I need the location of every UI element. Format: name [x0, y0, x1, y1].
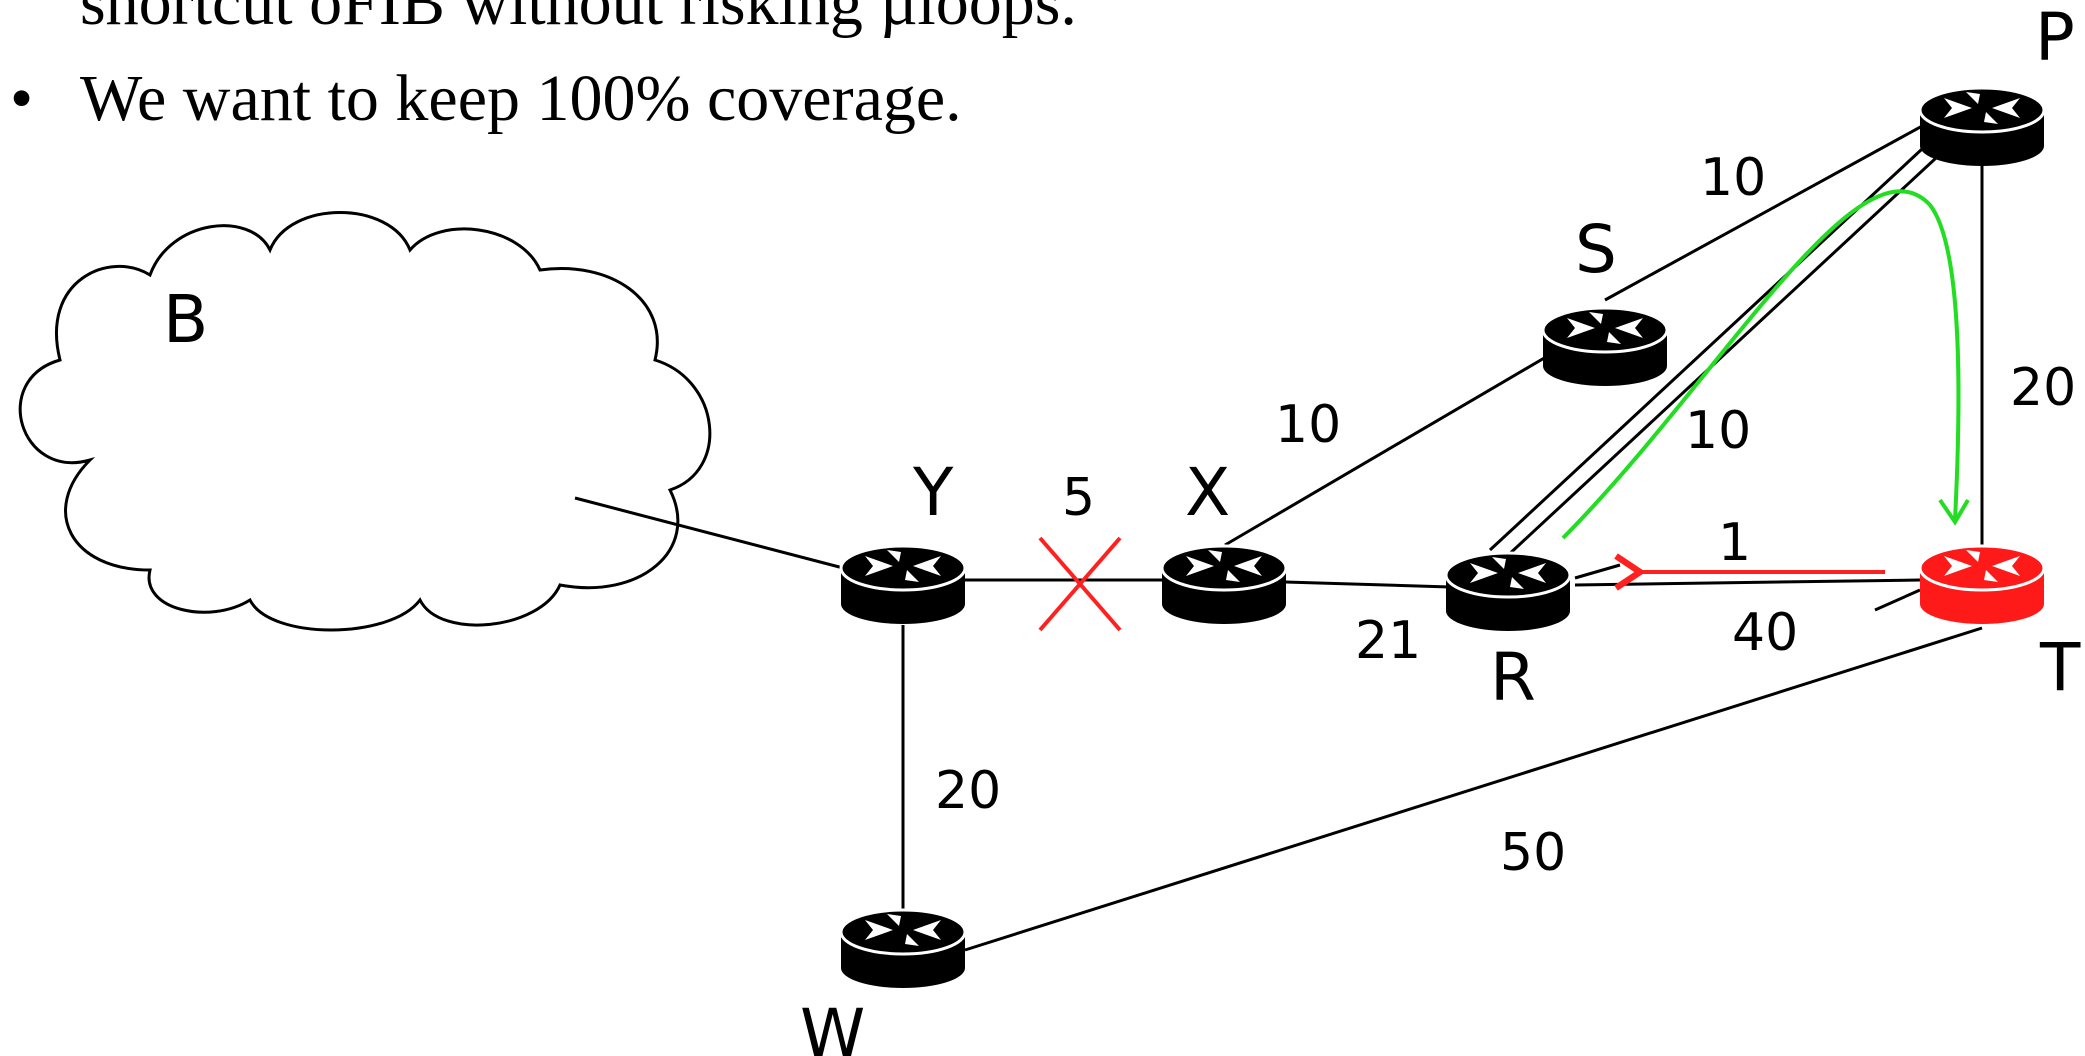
weight-x-r: 21: [1355, 611, 1421, 671]
node-label-b: B: [163, 281, 208, 358]
bullet-text-1: shortcut oFIB without risking µloops.: [80, 0, 1077, 39]
weight-x-s: 10: [1275, 395, 1341, 455]
link-w-t: [964, 626, 1983, 952]
bullet-line-1: shortcut oFIB without risking µloops.: [80, 0, 1077, 36]
tick-r: [1574, 563, 1621, 580]
router-s[interactable]: [1541, 306, 1669, 388]
weight-p-t: 20: [2010, 358, 2076, 418]
weight-w-t: 50: [1500, 823, 1566, 883]
link-b-y: [574, 496, 871, 577]
node-label-w: W: [800, 995, 865, 1056]
link-x-s: [1224, 338, 1576, 547]
weight-r-t: 40: [1732, 603, 1798, 663]
weight-r-t-red: 1: [1718, 513, 1751, 573]
green-arrowhead: [1938, 498, 1970, 526]
bullet-text-2: We want to keep 100% coverage.: [80, 62, 962, 135]
weight-y-x: 5: [1062, 468, 1095, 528]
node-label-x: X: [1185, 454, 1230, 531]
link-s-p: [1604, 106, 1956, 302]
router-y[interactable]: [839, 544, 967, 626]
link-r-t: [1574, 578, 1921, 587]
node-label-p: P: [2035, 0, 2075, 76]
weight-r-p: 10: [1685, 401, 1751, 461]
node-label-s: S: [1575, 211, 1617, 288]
router-r[interactable]: [1444, 551, 1572, 633]
bullet-marker: •: [10, 62, 34, 135]
failure-cross-icon: [1038, 536, 1122, 632]
links: [574, 106, 1984, 952]
tick-t: [1874, 588, 1921, 612]
weight-s-p: 10: [1700, 148, 1766, 208]
node-label-y: Y: [912, 454, 954, 531]
link-r-p-2: [1503, 143, 1952, 560]
router-t[interactable]: [1918, 544, 2046, 626]
node-label-t: T: [2039, 629, 2081, 706]
router-w[interactable]: [839, 908, 967, 990]
router-x[interactable]: [1160, 544, 1288, 626]
link-x-r: [1284, 580, 1451, 589]
weight-y-w: 20: [935, 761, 1001, 821]
cloud-b: [18, 211, 712, 632]
node-label-r: R: [1490, 639, 1536, 716]
bullet-line-2: •We want to keep 100% coverage.: [10, 66, 962, 132]
router-p[interactable]: [1918, 86, 2046, 168]
green-reroute-arrow: [1561, 189, 1961, 540]
